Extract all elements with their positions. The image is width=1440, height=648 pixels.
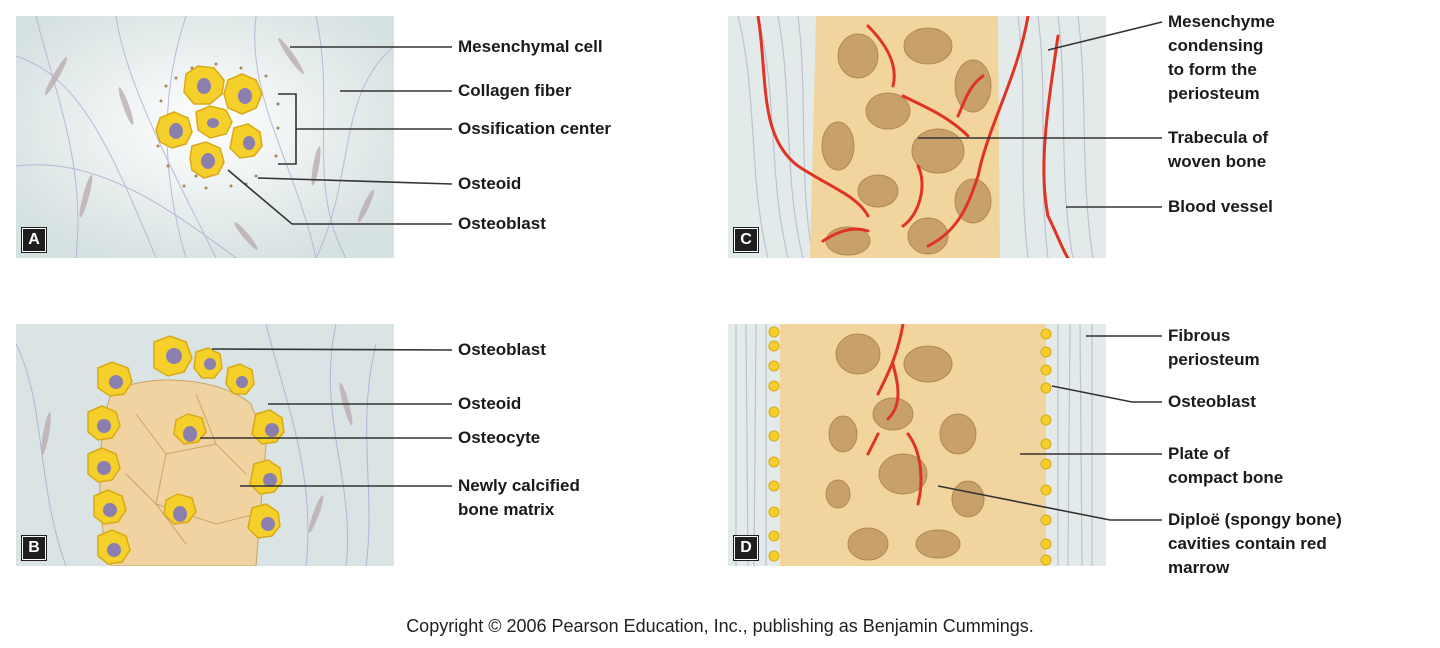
label-ossification-center: Ossification center — [458, 119, 612, 138]
panel-b-osteocyte-formation: B — [16, 324, 394, 566]
leader-diploe — [937, 485, 1162, 521]
label-fibrous-periosteum: Fibrous periosteum — [1168, 326, 1260, 369]
leader-osteoblast-d — [1051, 385, 1162, 403]
label-osteocyte: Osteocyte — [458, 428, 541, 447]
panel-b-badge: B — [22, 536, 46, 560]
leader-mesenchyme-condensing — [1047, 21, 1163, 51]
panel-a-badge: A — [22, 228, 46, 252]
label-newly-calcified-bone-matrix: Newly calcified bone matrix — [458, 476, 580, 519]
label-plate-compact-bone: Plate of compact bone — [1168, 444, 1284, 487]
label-diploe-spongy-bone: Diploë (spongy bone) cavities contain re… — [1168, 510, 1342, 577]
label-osteoid-b: Osteoid — [458, 394, 522, 413]
label-mesenchymal-cell: Mesenchymal cell — [458, 37, 603, 56]
label-osteoblast-b: Osteoblast — [458, 340, 546, 359]
leader-ossification-center — [278, 93, 452, 165]
leader-osteoblast-a — [227, 169, 452, 225]
leader-osteoid-a — [257, 177, 453, 185]
panel-d-illustration — [728, 324, 1106, 566]
panel-c-badge: C — [734, 228, 758, 252]
label-osteoid-a: Osteoid — [458, 174, 522, 193]
panel-a-illustration — [16, 16, 394, 258]
label-blood-vessel: Blood vessel — [1168, 197, 1273, 216]
leader-osteoblast-b — [211, 348, 453, 351]
copyright-notice: Copyright © 2006 Pearson Education, Inc.… — [406, 616, 1034, 636]
panel-d-badge: D — [734, 536, 758, 560]
label-collagen-fiber: Collagen fiber — [458, 81, 572, 100]
label-trabecula-woven-bone: Trabecula of woven bone — [1168, 128, 1269, 171]
label-osteoblast-d: Osteoblast — [1168, 392, 1256, 411]
panel-d-compact-and-spongy-bone: D — [728, 324, 1106, 566]
panel-c-woven-bone: C — [728, 16, 1106, 258]
panel-a-intramembranous-start: A — [16, 16, 394, 258]
panel-b-illustration — [16, 324, 394, 566]
label-mesenchyme-condensing: Mesenchyme condensing to form the perios… — [1168, 12, 1275, 103]
panel-c-illustration — [728, 16, 1106, 258]
label-osteoblast-a: Osteoblast — [458, 214, 546, 233]
